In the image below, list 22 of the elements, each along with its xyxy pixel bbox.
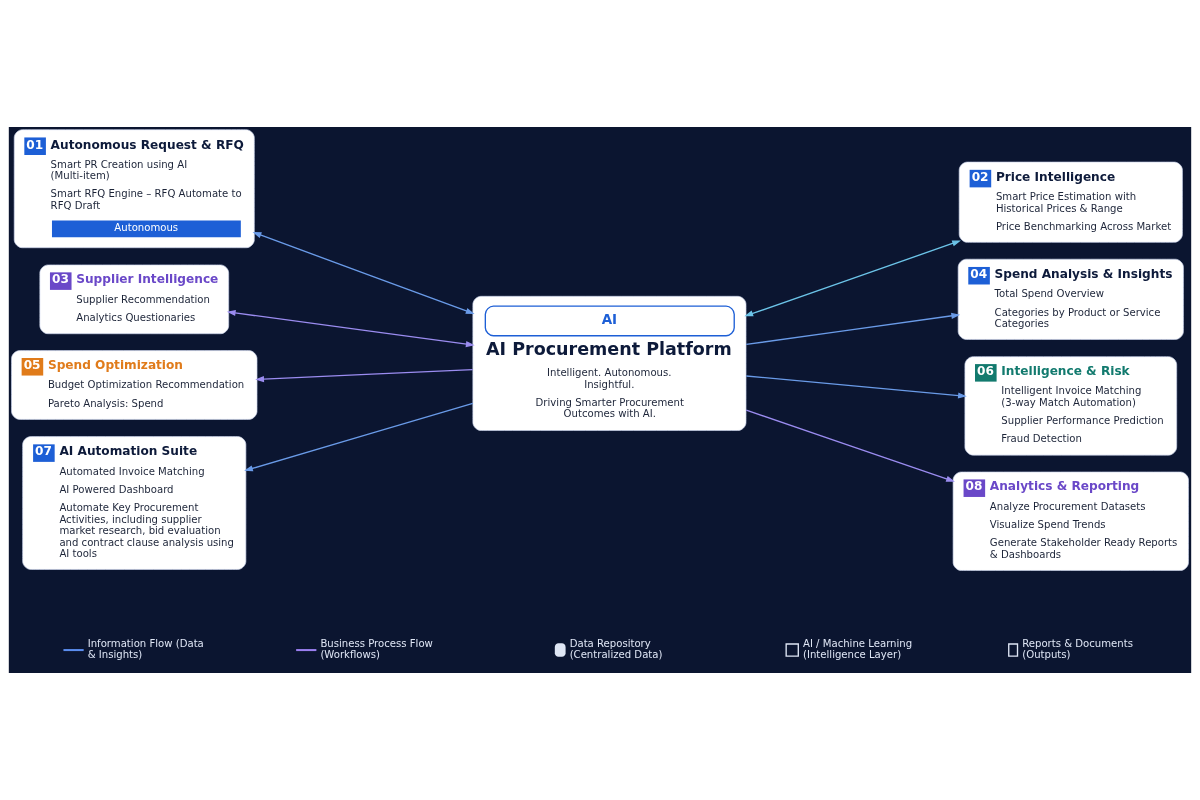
node-box: 08 Analytics & Reporting Analyze Procurement Datasets Visualize Spend Trends Generate Stakeholder Ready Reports & Dashboards	[952, 471, 1189, 571]
arrow	[252, 232, 475, 314]
node-box: 02 Price Intelligence Smart Price Estimation with Historical Prices & Range Price Benchmarking Across Market	[958, 161, 1183, 243]
arrow	[226, 309, 475, 348]
legend-label: Business Process Flow (Workflows)	[320, 637, 433, 661]
arrow	[745, 375, 967, 399]
arrow	[244, 402, 474, 472]
arrow	[255, 368, 474, 383]
arrow	[745, 409, 955, 482]
node-box: 03 Supplier Intelligence Supplier Recommendation Analytics Questionaries	[39, 264, 230, 335]
legend-label: Information Flow (Data & Insights)	[87, 637, 204, 661]
arrow	[745, 312, 961, 346]
arrow	[744, 240, 961, 317]
legend-label: Data Repository (Centralized Data)	[569, 637, 663, 661]
node-box: 01 Autonomous Request & RFQ Smart PR Creation using AI (Multi-item) Smart RFQ Engine – RFQ Automate to RFQ Draft Autonomous	[13, 129, 255, 249]
legend-label: AI / Machine Learning (Intelligence Layer)	[803, 637, 913, 661]
node-box: 05 Spend Optimization Budget Optimization Recommendation Pareto Analysis: Spend	[11, 350, 258, 420]
legend-label: Reports & Documents (Outputs)	[1022, 637, 1133, 661]
node-box: 04 Spend Analysis & Insights Total Spend Overview Categories by Product or Service Categories	[957, 258, 1184, 340]
node-box: AI AI Procurement Platform Intelligent. Autonomous. Insightful. Driving Smarter Procurement Outcomes with AI.	[472, 295, 747, 431]
node-box: 06 Intelligence & Risk Intelligent Invoice Matching (3-way Match Automation) Supplier Performance Prediction Fraud Detection	[964, 356, 1178, 456]
node-box: 07 AI Automation Suite Automated Invoice Matching AI Powered Dashboard Automate Key Procurement Activities, including supplier market research, bid evaluation and contract clause analysis using AI tools	[22, 436, 247, 570]
